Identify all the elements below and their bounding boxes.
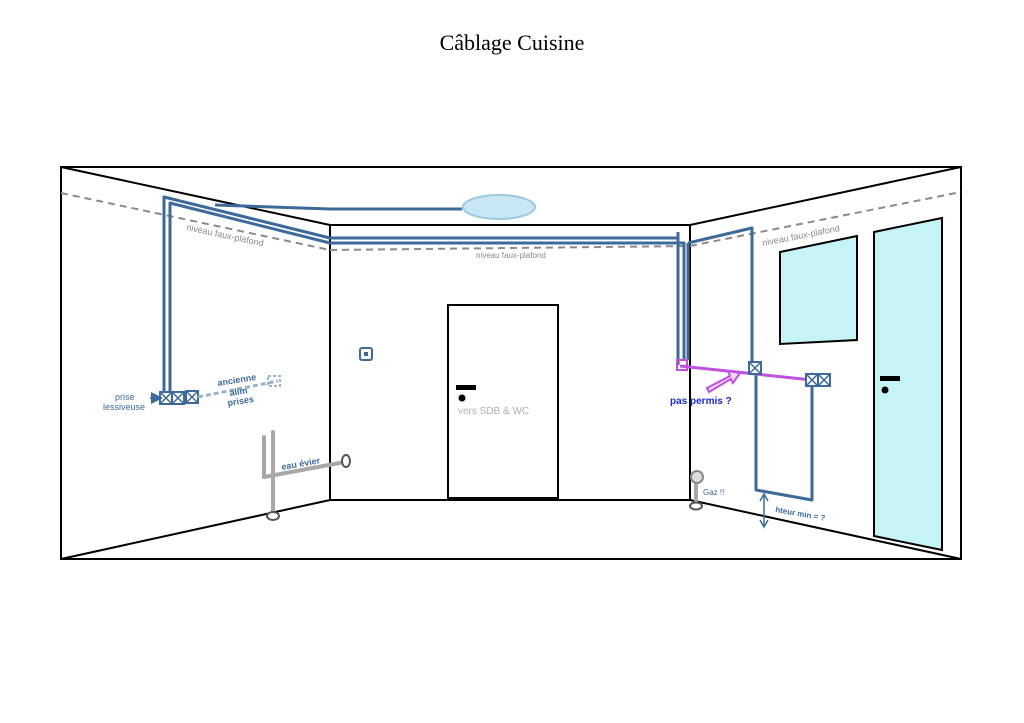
vers-sdb-label: vers SDB & WC [458,406,529,417]
gaz-label: Gaz !! [703,488,724,497]
sink-pipe-cap [341,454,351,468]
ancienne-label-line3: prises [227,394,255,408]
wall-switch-center [364,352,368,356]
height-arrow-down-icon [759,519,769,529]
junction-box-crosses [159,361,831,405]
old-supply-box [267,375,281,387]
forbidden-cable [676,359,813,394]
gas-valve-icon [690,470,704,484]
ancienne-label-line1: ancienne [217,372,257,388]
right-door-handle [880,376,900,381]
prise-label-line2: lessiveuse [103,402,145,412]
back-door-handle [456,385,476,390]
back-door [447,304,559,499]
old-supply-line [197,379,279,399]
ceiling-light [462,194,536,220]
pas-permis-label: pas permis ? [670,396,732,407]
gas-pipe-floor [689,501,703,511]
corner-line-bottom-right [689,499,962,560]
corner-line-top-right [689,166,962,226]
page-title: Câblage Cuisine [439,30,585,55]
sink-pipe-floor [266,511,280,521]
corner-line-top-left [60,166,331,226]
room-frame [60,166,962,560]
cable-runs [162,195,814,502]
sink-pipes [262,430,347,517]
forbidden-arrow-icon [705,369,742,394]
prise-label-line1: prise [115,392,135,402]
false-ceiling-level [60,191,962,251]
right-door-keyhole [881,386,889,394]
window [779,234,858,346]
right-door [873,216,943,552]
niveau-label-center: niveau faux-plafond [476,251,546,260]
height-arrow-up-icon [759,492,769,502]
niveau-label-left: niveau faux-plafond [186,222,265,248]
back-wall [329,224,691,501]
ancienne-label-line2: alim [229,385,248,398]
back-door-keyhole [458,394,466,402]
corner-line-bottom-left [60,499,331,560]
